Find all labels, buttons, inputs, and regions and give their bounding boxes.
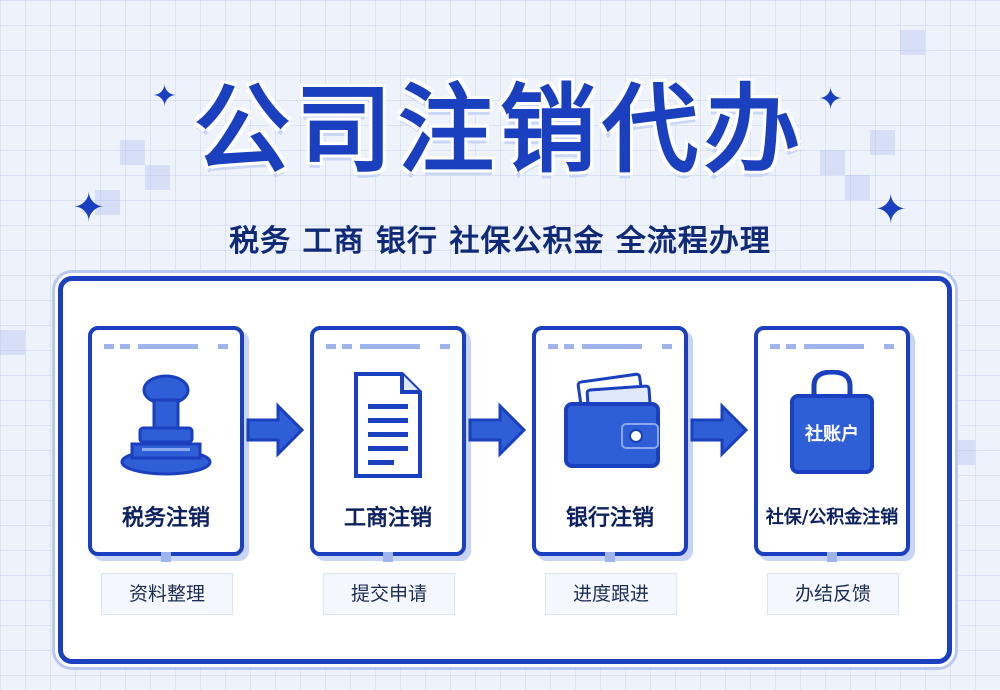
document-icon bbox=[354, 372, 422, 478]
step-label-tax: 税务注销 bbox=[121, 506, 210, 531]
step-card-business: 工商注销 bbox=[310, 326, 466, 556]
step-sublabel-bank: 进度跟进 bbox=[545, 573, 677, 615]
sparkle-icon: ✦ bbox=[818, 82, 844, 117]
step-label-bank: 银行注销 bbox=[565, 506, 654, 531]
bag-icon bbox=[790, 370, 874, 474]
arrow-right-icon bbox=[690, 402, 748, 458]
page-subtitle: 税务 工商 银行 社保公积金 全流程办理 bbox=[229, 224, 771, 259]
page-title: 公司注销代办 bbox=[194, 74, 806, 186]
step-sublabel-social-security: 办结反馈 bbox=[767, 573, 899, 615]
account-badge-text: 社账户 bbox=[805, 424, 859, 445]
stamp-icon bbox=[120, 374, 212, 476]
step-card-bank: 银行注销 bbox=[532, 326, 688, 556]
wallet-icon bbox=[564, 372, 660, 468]
arrow-right-icon bbox=[468, 402, 526, 458]
step-sublabel-business: 提交申请 bbox=[323, 573, 455, 615]
sparkle-icon: ✦ bbox=[152, 79, 178, 114]
step-label-social-security: 社保/公积金注销 bbox=[765, 507, 899, 528]
sparkle-icon: ✦ bbox=[874, 187, 908, 233]
step-label-business: 工商注销 bbox=[343, 506, 432, 531]
step-card-social-security: 社账户 社保/公积金注销 bbox=[754, 326, 910, 556]
step-sublabel-tax: 资料整理 bbox=[101, 573, 233, 615]
step-card-tax: 税务注销 bbox=[88, 326, 244, 556]
sparkle-icon: ✦ bbox=[72, 185, 106, 231]
arrow-right-icon bbox=[246, 402, 304, 458]
